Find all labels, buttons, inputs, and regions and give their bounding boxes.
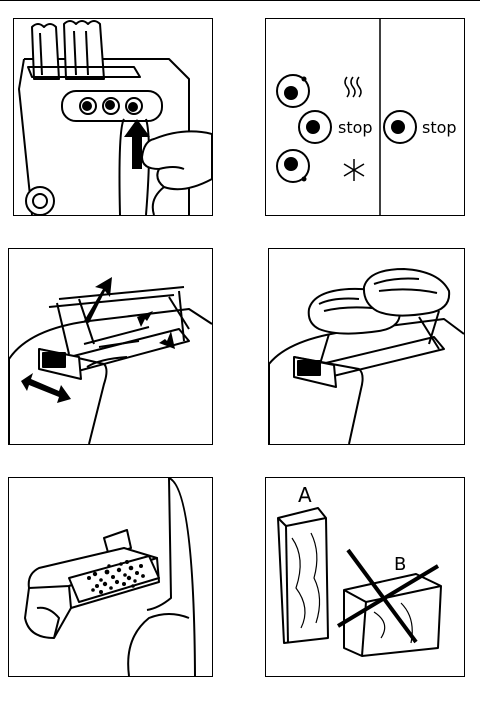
panel-rolls-on-rack: [268, 248, 465, 445]
heat-icon: [345, 77, 361, 97]
top-rule: [0, 0, 480, 1]
crumb-tray-illustration: [9, 478, 212, 676]
bread-size-illustration: A B: [266, 478, 464, 676]
label-a: A: [298, 483, 312, 507]
panel-crumb-tray: [8, 477, 213, 677]
button-functions-illustration: stop stop: [266, 19, 464, 215]
panel-button-functions: stop stop: [265, 18, 465, 216]
slide-arrow-icon: [21, 373, 71, 403]
adjust-arrow-icon: [137, 311, 175, 349]
stop-label-left: stop: [338, 118, 373, 137]
lift-arrow-icon: [84, 277, 112, 323]
panel-bread-size: A B: [265, 477, 465, 677]
rolls-on-rack-illustration: [269, 249, 464, 444]
panel-toaster-controls: [13, 18, 213, 216]
toaster-controls-illustration: [14, 19, 212, 215]
panel-bun-warmer-rack: [8, 248, 213, 445]
bun-warmer-rack-illustration: [9, 249, 212, 444]
label-b: B: [394, 554, 406, 575]
stop-label-right: stop: [422, 118, 457, 137]
defrost-icon: [344, 159, 364, 181]
